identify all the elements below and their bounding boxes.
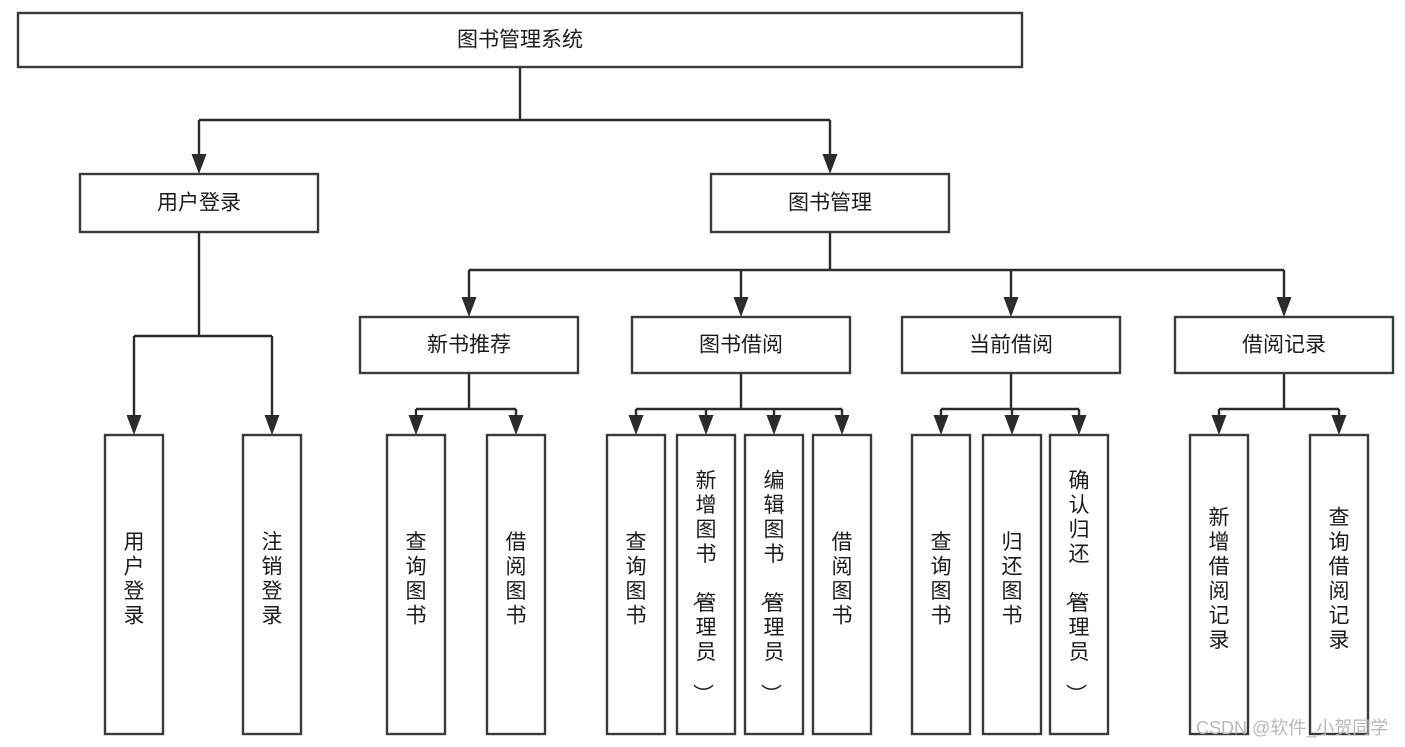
book-manage-arrow-icon-0 bbox=[461, 297, 477, 317]
node-leaf-query-book-borrow[interactable]: 查询图书 bbox=[605, 433, 667, 736]
node-box-current-borrow bbox=[900, 315, 1122, 375]
node-box-book-borrow bbox=[630, 315, 852, 375]
node-label-borrow-record: 借阅记录 bbox=[1242, 334, 1326, 357]
node-label-leaf-user-login: 用户登录 bbox=[124, 531, 145, 628]
node-label-leaf-logout: 注销登录 bbox=[262, 531, 283, 628]
book-manage-arrow-icon-3 bbox=[1276, 297, 1292, 317]
node-box-leaf-query-borrow-record bbox=[1308, 433, 1370, 736]
book-borrow-arrow-icon-2 bbox=[766, 415, 782, 435]
node-root[interactable]: 图书管理系统 bbox=[16, 11, 1024, 69]
node-label-leaf-confirm-return-admin: 确认归还（管理员） bbox=[1064, 470, 1090, 705]
book-manage-arrow-icon-2 bbox=[1003, 297, 1019, 317]
root-arrow-icon-0 bbox=[191, 154, 207, 174]
node-leaf-add-book-admin[interactable]: 新增图书（管理员） bbox=[675, 433, 737, 736]
node-box-leaf-borrow-book bbox=[811, 433, 873, 736]
book-manage-arrow-icon-1 bbox=[733, 297, 749, 317]
node-user-login[interactable]: 用户登录 bbox=[78, 172, 320, 234]
node-box-leaf-edit-book-admin bbox=[743, 433, 805, 736]
node-label-user-login: 用户登录 bbox=[157, 192, 241, 215]
node-box-user-login bbox=[78, 172, 320, 234]
node-label-leaf-borrow-book-new: 借阅图书 bbox=[506, 531, 527, 628]
node-box-leaf-logout bbox=[241, 433, 303, 736]
csdn-watermark: CSDN @软件_小贺同学 bbox=[1196, 718, 1388, 739]
node-label-leaf-query-book-current: 查询图书 bbox=[931, 531, 952, 628]
node-leaf-query-borrow-record[interactable]: 查询借阅记录 bbox=[1308, 433, 1370, 736]
current-borrow-arrow-icon-1 bbox=[1004, 415, 1020, 435]
node-label-leaf-edit-book-admin: 编辑图书（管理员） bbox=[759, 470, 785, 705]
node-box-leaf-query-book-new bbox=[385, 433, 447, 736]
new-book-recommend-arrow-icon-0 bbox=[408, 415, 424, 435]
node-box-book-manage bbox=[709, 172, 951, 234]
borrow-record-arrow-icon-1 bbox=[1331, 415, 1347, 435]
node-label-book-manage: 图书管理 bbox=[788, 192, 872, 215]
node-leaf-edit-book-admin[interactable]: 编辑图书（管理员） bbox=[743, 433, 805, 736]
node-leaf-query-book-new[interactable]: 查询图书 bbox=[385, 433, 447, 736]
book-borrow-arrow-icon-1 bbox=[698, 415, 714, 435]
node-box-leaf-add-borrow-record bbox=[1188, 433, 1250, 736]
node-box-leaf-add-book-admin bbox=[675, 433, 737, 736]
book-borrow-arrow-icon-3 bbox=[834, 415, 850, 435]
node-box-leaf-query-book-current bbox=[910, 433, 972, 736]
user-login-arrow-icon-1 bbox=[264, 415, 280, 435]
node-layer: 图书管理系统用户登录图书管理新书推荐图书借阅当前借阅借阅记录用户登录注销登录查询… bbox=[16, 11, 1395, 736]
connector-layer bbox=[126, 67, 1347, 435]
book-borrow-arrow-icon-0 bbox=[628, 415, 644, 435]
node-leaf-borrow-book[interactable]: 借阅图书 bbox=[811, 433, 873, 736]
node-box-new-book-recommend bbox=[358, 315, 580, 375]
node-leaf-logout[interactable]: 注销登录 bbox=[241, 433, 303, 736]
node-borrow-record[interactable]: 借阅记录 bbox=[1173, 315, 1395, 375]
user-login-arrow-icon-0 bbox=[126, 415, 142, 435]
node-leaf-user-login[interactable]: 用户登录 bbox=[103, 433, 165, 736]
node-leaf-confirm-return-admin[interactable]: 确认归还（管理员） bbox=[1048, 433, 1110, 736]
node-label-new-book-recommend: 新书推荐 bbox=[427, 334, 511, 357]
root-arrow-icon-1 bbox=[822, 154, 838, 174]
node-box-leaf-query-book-borrow bbox=[605, 433, 667, 736]
node-label-book-borrow: 图书借阅 bbox=[699, 334, 783, 357]
node-label-current-borrow: 当前借阅 bbox=[969, 334, 1053, 357]
node-label-leaf-query-book-borrow: 查询图书 bbox=[626, 531, 647, 628]
node-label-leaf-add-borrow-record: 新增借阅记录 bbox=[1209, 506, 1230, 652]
new-book-recommend-arrow-icon-1 bbox=[508, 415, 524, 435]
borrow-record-arrow-icon-0 bbox=[1211, 415, 1227, 435]
node-new-book-recommend[interactable]: 新书推荐 bbox=[358, 315, 580, 375]
node-label-leaf-return-book: 归还图书 bbox=[1002, 531, 1023, 628]
node-label-leaf-add-book-admin: 新增图书（管理员） bbox=[691, 470, 717, 705]
node-leaf-return-book[interactable]: 归还图书 bbox=[981, 433, 1043, 736]
node-book-borrow[interactable]: 图书借阅 bbox=[630, 315, 852, 375]
node-box-leaf-user-login bbox=[103, 433, 165, 736]
node-label-leaf-query-book-new: 查询图书 bbox=[406, 531, 427, 628]
node-box-leaf-confirm-return-admin bbox=[1048, 433, 1110, 736]
node-leaf-query-book-current[interactable]: 查询图书 bbox=[910, 433, 972, 736]
node-current-borrow[interactable]: 当前借阅 bbox=[900, 315, 1122, 375]
node-box-root bbox=[16, 11, 1024, 69]
node-label-leaf-borrow-book: 借阅图书 bbox=[832, 531, 853, 628]
node-leaf-add-borrow-record[interactable]: 新增借阅记录 bbox=[1188, 433, 1250, 736]
node-leaf-borrow-book-new[interactable]: 借阅图书 bbox=[485, 433, 547, 736]
current-borrow-arrow-icon-2 bbox=[1071, 415, 1087, 435]
node-label-leaf-query-borrow-record: 查询借阅记录 bbox=[1329, 506, 1350, 652]
node-box-borrow-record bbox=[1173, 315, 1395, 375]
node-box-leaf-return-book bbox=[981, 433, 1043, 736]
node-box-leaf-borrow-book-new bbox=[485, 433, 547, 736]
node-label-root: 图书管理系统 bbox=[457, 29, 583, 52]
current-borrow-arrow-icon-0 bbox=[933, 415, 949, 435]
node-book-manage[interactable]: 图书管理 bbox=[709, 172, 951, 234]
